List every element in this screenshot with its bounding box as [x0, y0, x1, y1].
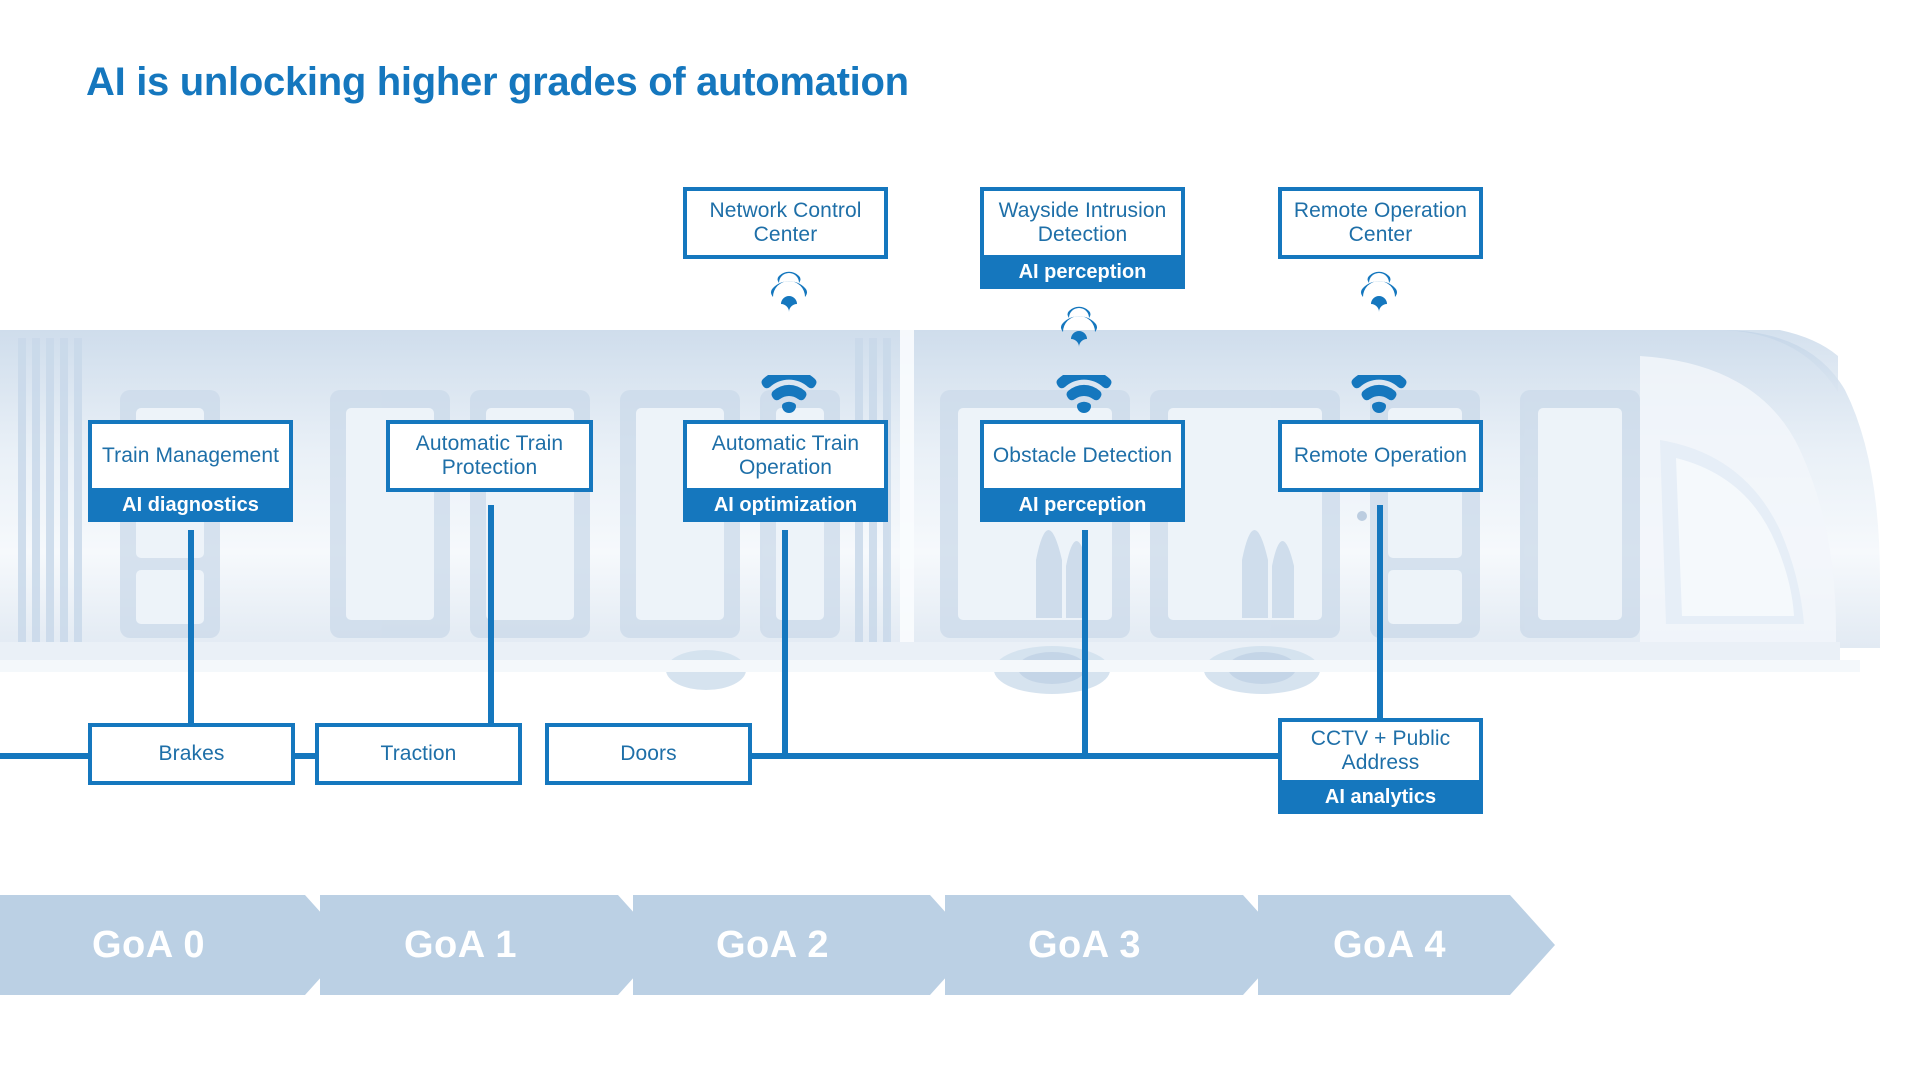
node-label: Remote Operation Center — [1278, 187, 1483, 259]
node-network-control-center[interactable]: Network Control Center — [683, 187, 888, 259]
node-label: Automatic Train Operation — [683, 420, 888, 492]
goa-level-2[interactable]: GoA 2 — [716, 895, 916, 995]
node-remote-operation-center[interactable]: Remote Operation Center — [1278, 187, 1483, 259]
node-banner: AI analytics — [1278, 784, 1483, 814]
node-banner: AI optimization — [683, 492, 888, 522]
node-label: Obstacle Detection — [980, 420, 1185, 492]
goa-label: GoA 1 — [404, 923, 517, 966]
node-banner: AI diagnostics — [88, 492, 293, 522]
node-label: Wayside Intrusion Detection — [980, 187, 1185, 259]
node-label: Network Control Center — [683, 187, 888, 259]
node-obstacle-detection[interactable]: Obstacle Detection AI perception — [980, 420, 1185, 522]
node-train-management[interactable]: Train Management AI diagnostics — [88, 420, 293, 522]
goa-level-4[interactable]: GoA 4 — [1333, 895, 1533, 995]
node-label: Automatic Train Protection — [386, 420, 593, 492]
goa-label: GoA 3 — [1028, 923, 1141, 966]
node-label: Doors — [545, 723, 752, 785]
goa-level-0[interactable]: GoA 0 — [92, 895, 292, 995]
node-banner: AI perception — [980, 492, 1185, 522]
node-label: Brakes — [88, 723, 295, 785]
node-brakes[interactable]: Brakes — [88, 723, 295, 785]
node-label: Remote Operation — [1278, 420, 1483, 492]
broadcast-icon — [1061, 306, 1097, 347]
wifi-icon — [1351, 375, 1407, 413]
page-title: AI is unlocking higher grades of automat… — [86, 60, 909, 104]
goa-chevron-shapes — [0, 895, 1555, 995]
node-doors[interactable]: Doors — [545, 723, 752, 785]
node-automatic-train-protection[interactable]: Automatic Train Protection — [386, 420, 593, 492]
goa-level-1[interactable]: GoA 1 — [404, 895, 604, 995]
goa-label: GoA 2 — [716, 923, 829, 966]
goa-progression-bar: GoA 0 GoA 1 GoA 2 GoA 3 GoA 4 — [0, 895, 1920, 995]
node-cctv-public-address[interactable]: CCTV + Public Address AI analytics — [1278, 718, 1483, 814]
wifi-icon — [1056, 375, 1112, 413]
broadcast-icon — [1361, 271, 1397, 312]
node-label: CCTV + Public Address — [1278, 718, 1483, 784]
node-automatic-train-operation[interactable]: Automatic Train Operation AI optimizatio… — [683, 420, 888, 522]
broadcast-icon — [771, 271, 807, 314]
goa-label: GoA 4 — [1333, 923, 1446, 966]
node-traction[interactable]: Traction — [315, 723, 522, 785]
node-banner: AI perception — [980, 259, 1185, 289]
goa-label: GoA 0 — [92, 923, 205, 966]
wifi-icon — [761, 375, 817, 413]
node-remote-operation[interactable]: Remote Operation — [1278, 420, 1483, 492]
node-label: Traction — [315, 723, 522, 785]
goa-level-3[interactable]: GoA 3 — [1028, 895, 1228, 995]
node-label: Train Management — [88, 420, 293, 492]
node-wayside-intrusion-detection[interactable]: Wayside Intrusion Detection AI perceptio… — [980, 187, 1185, 289]
